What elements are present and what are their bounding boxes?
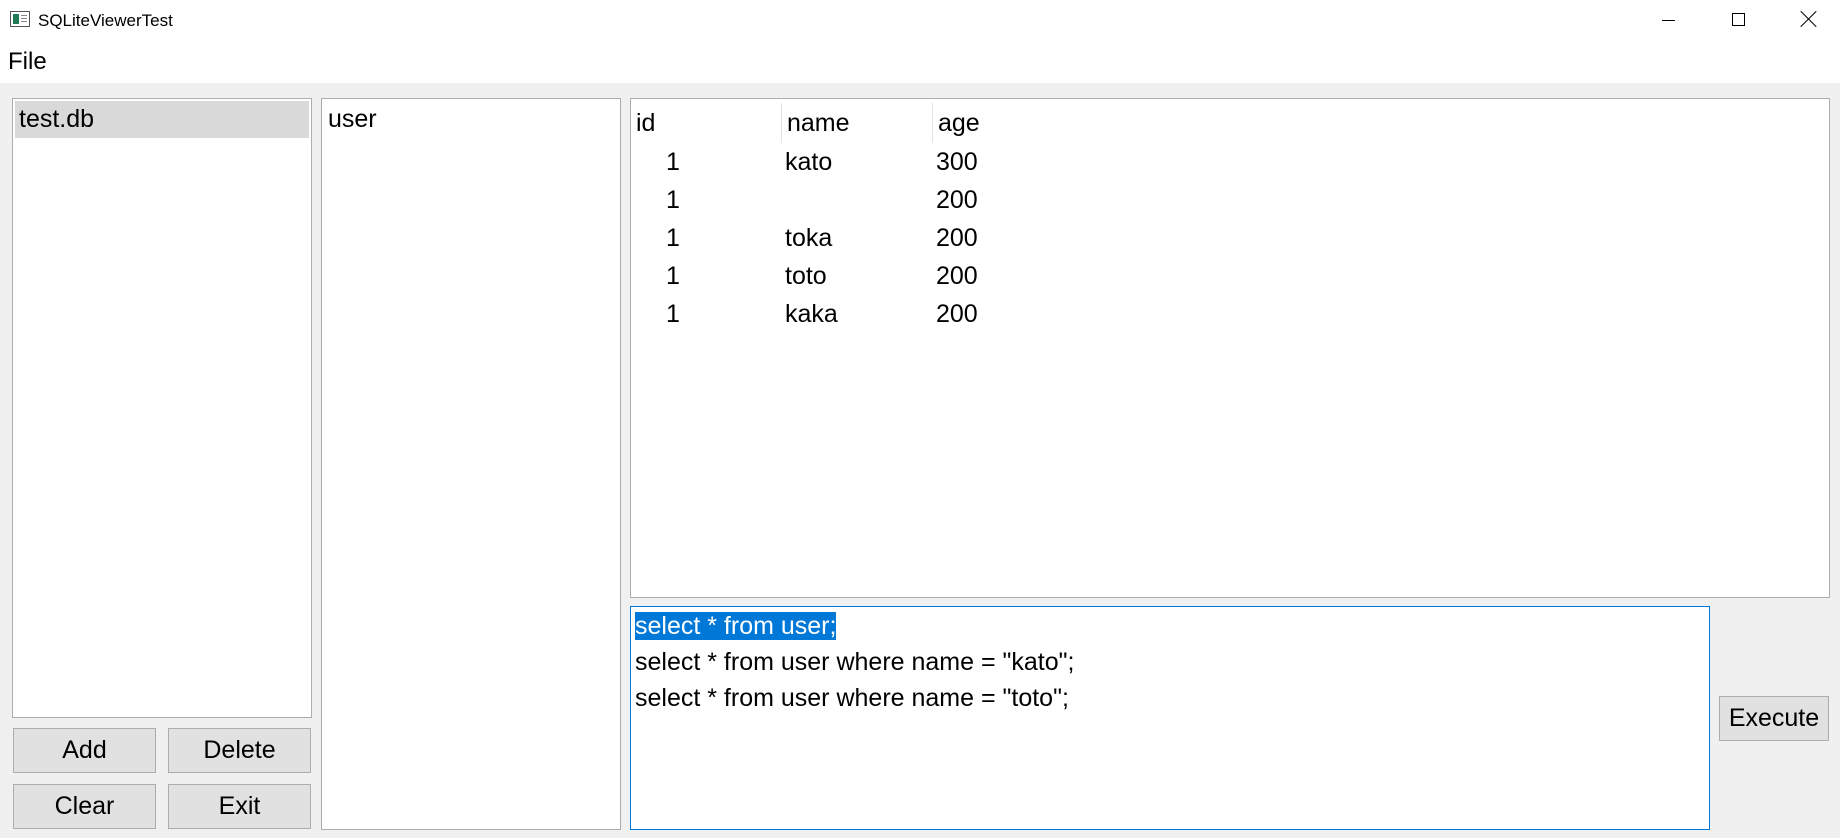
column-header-age[interactable]: age xyxy=(938,109,980,137)
title-bar: SQLiteViewerTest xyxy=(0,0,1840,41)
cell-id[interactable]: 1 xyxy=(666,186,680,214)
maximize-icon xyxy=(1732,13,1745,26)
cell-name[interactable]: toto xyxy=(785,262,827,290)
selected-query-text: select * from user; xyxy=(635,612,837,640)
cell-name[interactable]: toka xyxy=(785,224,833,252)
query-line: select * from user where name = "toto"; xyxy=(635,684,1069,712)
maximize-button[interactable] xyxy=(1703,0,1773,41)
menu-bar: File xyxy=(0,41,1840,83)
cell-age[interactable]: 300 xyxy=(936,148,978,176)
cell-id[interactable]: 1 xyxy=(666,224,680,252)
results-grid[interactable]: id name age 1 kato 300 1 200 1 toka 200 … xyxy=(630,98,1830,598)
menu-file[interactable]: File xyxy=(8,48,47,75)
cell-age[interactable]: 200 xyxy=(936,262,978,290)
minimize-button[interactable] xyxy=(1633,0,1703,41)
cell-id[interactable]: 1 xyxy=(666,262,680,290)
query-line: select * from user where name = "kato"; xyxy=(635,648,1075,676)
column-divider xyxy=(932,103,933,143)
app-icon xyxy=(10,11,30,27)
cell-name[interactable]: kaka xyxy=(785,300,838,328)
cell-age[interactable]: 200 xyxy=(936,224,978,252)
column-divider xyxy=(781,103,782,143)
column-header-name[interactable]: name xyxy=(787,109,850,137)
add-button[interactable]: Add xyxy=(13,728,156,773)
query-editor[interactable]: select * from user; select * from user w… xyxy=(630,606,1710,830)
cell-age[interactable]: 200 xyxy=(936,300,978,328)
cell-id[interactable]: 1 xyxy=(666,148,680,176)
minimize-icon xyxy=(1662,20,1675,21)
execute-button[interactable]: Execute xyxy=(1719,696,1829,741)
cell-id[interactable]: 1 xyxy=(666,300,680,328)
query-line: select * from user; xyxy=(635,609,837,643)
database-list[interactable]: test.db xyxy=(12,98,312,718)
cell-name[interactable]: kato xyxy=(785,148,833,176)
delete-button[interactable]: Delete xyxy=(168,728,311,773)
database-item-test-db[interactable]: test.db xyxy=(15,101,309,138)
close-button[interactable] xyxy=(1773,0,1840,41)
window-title: SQLiteViewerTest xyxy=(38,11,173,30)
clear-button[interactable]: Clear xyxy=(13,784,156,829)
table-list[interactable]: user xyxy=(321,98,621,830)
table-item-user[interactable]: user xyxy=(328,105,377,133)
close-icon xyxy=(1800,10,1818,28)
cell-age[interactable]: 200 xyxy=(936,186,978,214)
column-header-id[interactable]: id xyxy=(636,109,656,137)
exit-button[interactable]: Exit xyxy=(168,784,311,829)
